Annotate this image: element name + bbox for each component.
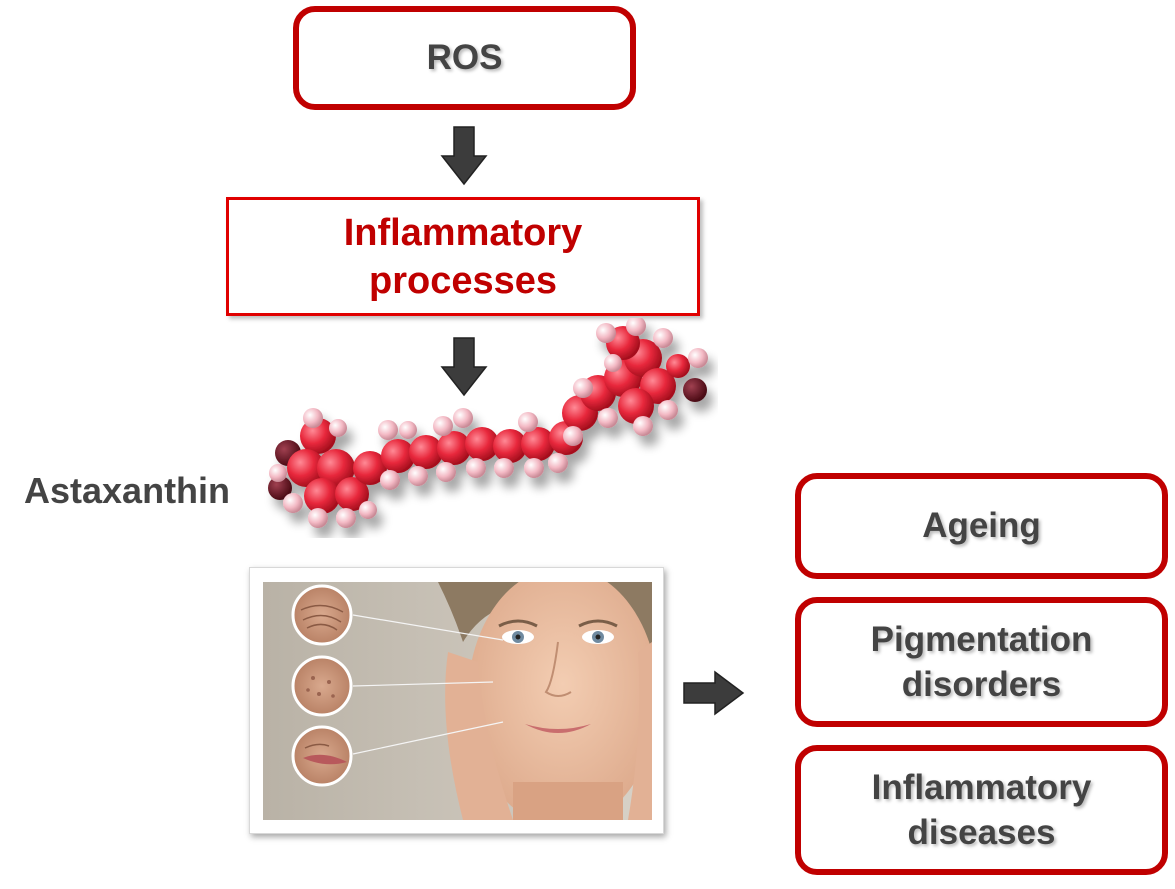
down-arrow-icon (440, 337, 488, 397)
ros-box: ROS (293, 6, 636, 110)
ageing-label: Ageing (922, 506, 1041, 545)
inflammatory-diseases-line1: Inflammatory (871, 768, 1092, 807)
inflammatory-diseases-box: Inflammatory diseases (795, 745, 1168, 875)
ageing-box: Ageing (795, 473, 1168, 579)
inflammatory-diseases-line2: diseases (907, 813, 1056, 852)
pigmentation-line1: Pigmentation (870, 620, 1093, 659)
face-illustration-icon (263, 582, 652, 820)
skin-ageing-photo (249, 567, 664, 834)
inflammatory-processes-box: Inflammatory processes (226, 197, 700, 316)
inflammatory-processes-line1: Inflammatory (343, 211, 583, 254)
astaxanthin-label: Astaxanthin (24, 470, 231, 511)
ros-label: ROS (426, 38, 503, 77)
astaxanthin-molecule-icon (268, 318, 708, 528)
right-arrow-icon (683, 670, 745, 716)
inflammatory-processes-line2: processes (368, 259, 557, 302)
pigmentation-disorders-box: Pigmentation disorders (795, 597, 1168, 727)
down-arrow-icon (440, 126, 488, 186)
pigmentation-line2: disorders (901, 665, 1062, 704)
